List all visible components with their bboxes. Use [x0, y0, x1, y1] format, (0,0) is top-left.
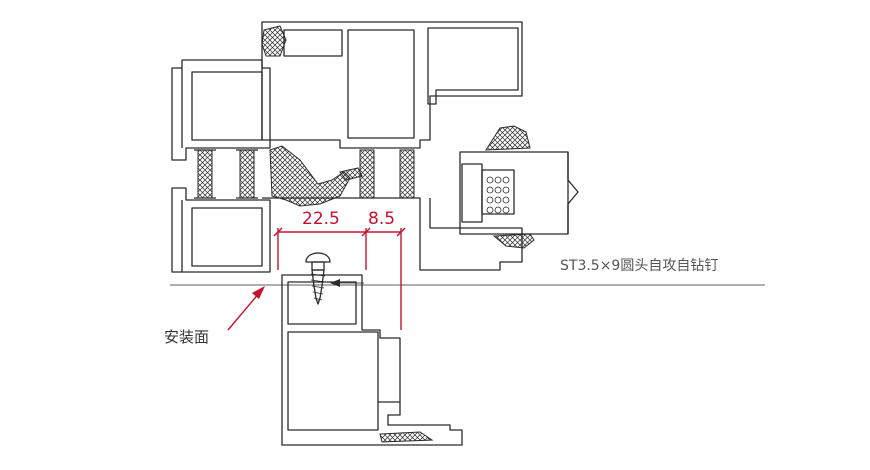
dimension-right-label: 8.5 — [368, 209, 395, 229]
thermal-break-sash — [359, 149, 415, 199]
thermal-break-left — [194, 149, 258, 199]
top-gasket — [261, 25, 287, 57]
dimension-lines — [273, 227, 406, 330]
dimension-left-label: 22.5 — [302, 209, 340, 229]
screw-spec-label: ST3.5×9圆头自攻自钻钉 — [560, 258, 718, 274]
mount-surface-arrow — [227, 286, 265, 331]
sash-profile — [261, 21, 523, 271]
bottom-frame-profile — [281, 274, 463, 446]
screw-icon — [305, 252, 331, 305]
mount-surface-label: 安装面 — [164, 328, 209, 346]
glazing-unit — [459, 125, 579, 249]
left-frame-profile — [171, 59, 271, 273]
screw-leader — [330, 279, 364, 287]
wedge-gasket — [269, 145, 363, 207]
